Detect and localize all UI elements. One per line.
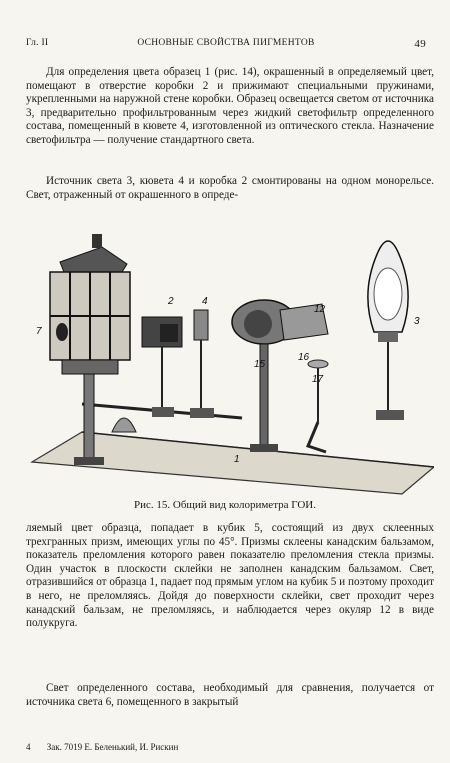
paragraph-4: Свет определенного состава, необходимый … [26,682,434,708]
lamp-light-source [367,240,409,420]
chapter-label: Гл. II [26,38,49,48]
label-4: 4 [202,296,208,307]
label-3: 3 [414,316,420,327]
label-7: 7 [36,326,42,337]
cuvette [190,309,214,418]
page-number: 49 [414,38,426,50]
page-footer: 4 Зак. 7019 Е. Беленький, И. Рискин [26,742,178,752]
running-header: Гл. II ОСНОВНЫЕ СВОЙСТВА ПИГМЕНТОВ 49 [26,38,426,52]
label-15: 15 [254,359,266,370]
footer-text: Зак. 7019 Е. Беленький, И. Рискин [46,742,179,752]
signature-mark: 4 [26,742,31,752]
ocular-stand [305,359,329,454]
section-title: ОСНОВНЫЕ СВОЙСТВА ПИГМЕНТОВ [137,38,315,48]
sample-box [141,316,183,417]
colorimeter-drawing: 7 2 4 12 3 15 16 17 1 [30,234,436,495]
lantern-light-source [49,234,131,465]
label-16: 16 [298,352,310,363]
paragraph-3: ляемый цвет образца, попадает в кубик 5,… [26,522,434,630]
label-2: 2 [167,296,174,307]
colorimeter-head [231,299,329,452]
colorimeter-illustration: 7 2 4 12 3 15 16 17 1 [22,232,436,497]
figure-caption: Рис. 15. Общий вид колориметра ГОИ. [133,499,316,511]
label-1: 1 [234,454,240,465]
paragraph-2: Источник света 3, кювета 4 и коробка 2 с… [26,175,434,201]
label-17: 17 [312,374,324,385]
dome-cover [111,417,137,433]
label-12: 12 [314,304,326,315]
paragraph-1: Для определения цвета образец 1 (рис. 14… [26,66,434,146]
